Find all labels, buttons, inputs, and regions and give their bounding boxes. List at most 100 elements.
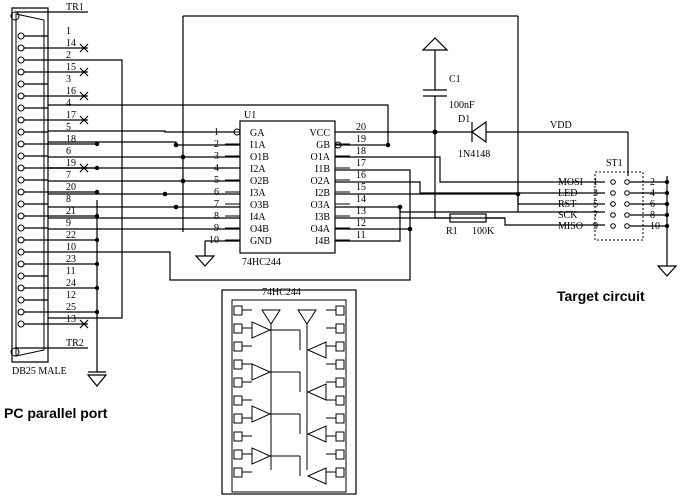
d1-triangle	[470, 120, 487, 144]
tr2-label: TR2	[66, 338, 84, 349]
inset-buffer-a-icon	[251, 405, 272, 423]
st1-ref: ST1	[606, 158, 623, 169]
inset-right-pin-box	[335, 359, 345, 370]
inset-right-pin-box	[335, 431, 345, 442]
db25-pin-circle	[17, 260, 25, 268]
u1-right-pin-number: 17	[356, 158, 366, 169]
u1-ground-symbol	[194, 255, 216, 267]
db25-pin-number: 4	[66, 98, 71, 109]
wire-db25-5-ga	[48, 130, 234, 133]
inset-right-pin-box	[335, 395, 345, 406]
u1-right-pin-name: O2A	[311, 176, 331, 187]
tr1-label: TR1	[66, 2, 84, 13]
db25-pin-circle	[17, 320, 25, 328]
chip-inset: 74HC244	[221, 287, 357, 495]
u1-left-pin-name: O3B	[250, 200, 269, 211]
u1-left-pin-number: 7	[214, 199, 219, 210]
st1-left-pin-number: 7	[593, 210, 598, 221]
u1-right-pin-number: 20	[356, 122, 366, 133]
db25-pin-number: 16	[66, 86, 76, 97]
db25-pin-circle	[17, 272, 25, 280]
st1-signal-label: MISO	[558, 221, 583, 232]
inset-right-pin-box	[335, 413, 345, 424]
db25-pin-circle	[17, 92, 25, 100]
inset-left-pin-box	[233, 341, 243, 352]
db25-connector: 1142153164175186197208219221023112412251…	[10, 7, 100, 363]
db25-pin-number: 20	[66, 182, 76, 193]
db25-pin-circle	[17, 200, 25, 208]
u1-left-pin-name: I2A	[250, 164, 266, 175]
db25-pin-circle	[17, 176, 25, 184]
u1-right-pin-name: I4B	[315, 236, 330, 247]
u1-right-pin-number: 19	[356, 134, 366, 145]
db25-shell	[15, 13, 45, 357]
no-connect-icon	[79, 43, 89, 53]
target-label: Target circuit	[557, 288, 645, 304]
db25-pin-number: 11	[66, 266, 76, 277]
u1-right-pin-name: VCC	[309, 128, 330, 139]
st1-pin-left	[610, 201, 616, 207]
no-connect-icon	[79, 67, 89, 77]
u1-part: 74HC244	[242, 257, 281, 268]
st1-pin-right	[624, 190, 630, 196]
db25-pin-circle	[17, 68, 25, 76]
db25-pin-number: 5	[66, 122, 71, 133]
db25-body	[11, 7, 49, 363]
wire-junction-dot	[180, 154, 186, 160]
inset-right-pin-box	[335, 305, 345, 316]
no-connect-icon	[79, 319, 89, 329]
inset-buffer-b-icon	[306, 341, 327, 359]
db25-pin-circle	[17, 152, 25, 160]
u1-body	[239, 120, 336, 254]
db25-pin-circle	[17, 188, 25, 196]
vdd-label: VDD	[550, 120, 572, 131]
db25-pin-number: 6	[66, 146, 71, 157]
db25-pin-circle	[17, 44, 25, 52]
inset-buffer-a-icon	[251, 321, 272, 339]
db25-pin-number: 17	[66, 110, 76, 121]
u1-right-pin-number: 18	[356, 146, 366, 157]
db25-pin-circle	[17, 308, 25, 316]
db25-pin-number: 21	[66, 206, 76, 217]
db25-pin-number: 24	[66, 278, 76, 289]
db25-pin-circle	[17, 284, 25, 292]
db25-pin-number: 10	[66, 242, 76, 253]
inset-buffer-a-icon	[251, 447, 272, 465]
inset-left-pin-box	[233, 413, 243, 424]
inset-right-pin-box	[335, 467, 345, 478]
chip-inset-title: 74HC244	[262, 287, 301, 298]
inset-left-pin-box	[233, 305, 243, 316]
u1-left-pin-number: 8	[214, 211, 219, 222]
r1-value: 100K	[472, 226, 495, 237]
st1-outline	[594, 171, 644, 241]
chip-inset-frame	[221, 289, 357, 495]
inset-left-pin-box	[233, 467, 243, 478]
u1-left-pin-name: O2B	[250, 176, 269, 187]
db25-pin-circle	[17, 248, 25, 256]
u1-right-pin-number: 14	[356, 194, 366, 205]
c1-value: 100nF	[449, 100, 475, 111]
db25-pin-circle	[17, 236, 25, 244]
db25-ground-junction	[94, 189, 100, 195]
wire-mosi	[335, 156, 605, 183]
u1-left-pin-number: 6	[214, 187, 219, 198]
db25-pin-number: 13	[66, 314, 76, 325]
wire-db25-10-loop	[48, 169, 411, 281]
inset-left-pin-box	[233, 449, 243, 460]
db25-pin-circle	[17, 296, 25, 304]
u1-right-pin-name: O4A	[311, 224, 331, 235]
c1-ref: C1	[449, 74, 461, 85]
wire-rst	[335, 193, 605, 205]
db25-pin-number: 2	[66, 50, 71, 61]
db25-pin-number: 1	[66, 26, 71, 37]
db25-label: DB25 MALE	[12, 366, 67, 377]
st1-pin-left	[610, 212, 616, 218]
u1-left-pin-name: O1B	[250, 152, 269, 163]
u1-right-pin-number: 12	[356, 218, 366, 229]
db25-pin-number: 15	[66, 62, 76, 73]
db25-pin-number: 25	[66, 302, 76, 313]
